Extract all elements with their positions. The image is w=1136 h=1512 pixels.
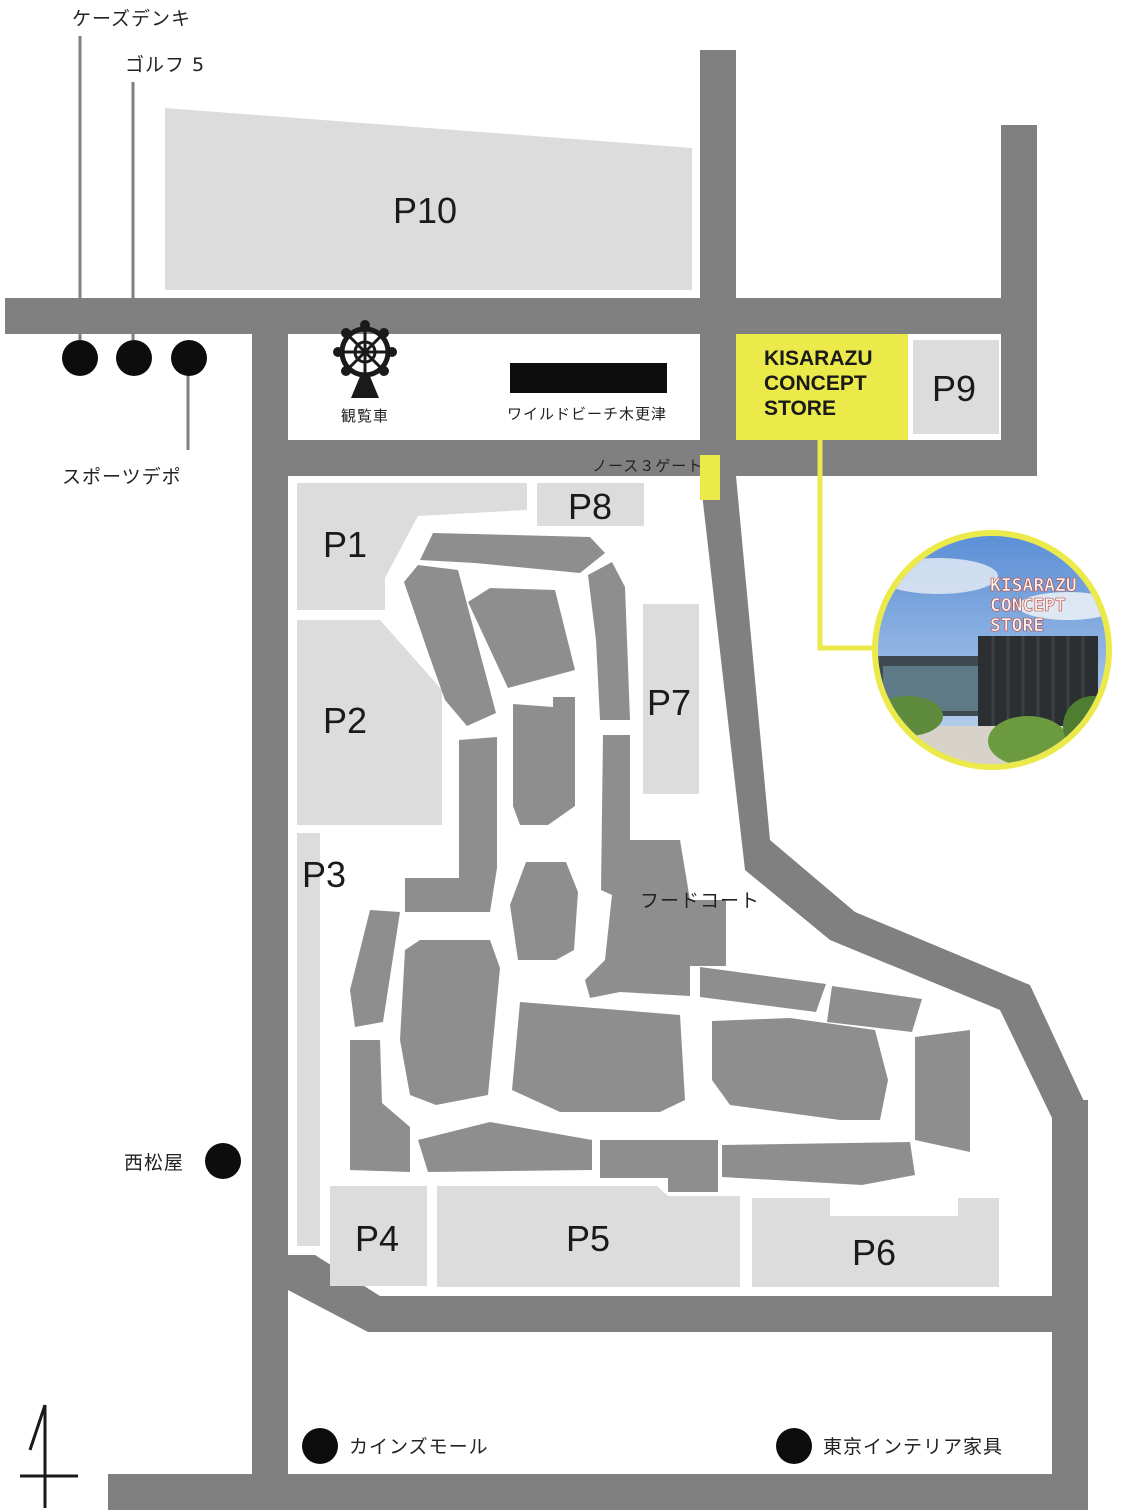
label-ferris-wheel: 観覧車 (341, 407, 390, 425)
label-p6: P6 (852, 1232, 897, 1273)
south-road (108, 1474, 1088, 1510)
label-sportsdepo: スポーツデポ (62, 466, 182, 488)
p10-lot (165, 108, 692, 290)
label-kszdenki: ケーズデンキ (72, 8, 192, 30)
store-leader-line (817, 440, 877, 651)
label-nishimatsuya: 西松屋 (124, 1152, 185, 1174)
p3-lot (297, 833, 320, 1246)
south-inner-road (288, 1255, 1052, 1332)
label-north-gate: ノース３ゲート (592, 457, 704, 475)
label-p2: P2 (323, 700, 368, 741)
roads (5, 50, 1088, 1510)
east-diagonal-road (700, 476, 1088, 1118)
label-p10: P10 (393, 190, 458, 231)
road-vertical-center (700, 50, 736, 500)
ferris-wheel-icon (333, 320, 397, 398)
label-p3: P3 (302, 854, 347, 895)
poi-dot-golf5 (116, 340, 152, 376)
west-road (252, 298, 288, 1508)
p8-lot (537, 483, 644, 526)
north-arrow-icon (20, 1404, 78, 1508)
store-line-1: KISARAZU (764, 347, 873, 370)
label-food-court: フードコート (640, 890, 761, 912)
label-p8: P8 (568, 486, 613, 527)
label-p9: P9 (932, 368, 977, 409)
label-p7: P7 (647, 682, 692, 723)
north-road (252, 440, 1037, 476)
north3-gate-marker (700, 455, 720, 500)
label-golf5: ゴルフ 5 (125, 54, 206, 76)
poi-dot-cainz (302, 1428, 338, 1464)
p7-lot (643, 604, 699, 794)
p6-lot (752, 1198, 999, 1287)
label-p1: P1 (323, 524, 368, 565)
road-vertical-right (1001, 125, 1037, 475)
poi-dot-kszdenki (62, 340, 98, 376)
p4-lot (330, 1186, 427, 1286)
poi-dot-tokyo-interior (776, 1428, 812, 1464)
leader-lines (78, 36, 190, 450)
label-tokyo-interior: 東京インテリア家具 (823, 1436, 1004, 1458)
wild-beach-bar (510, 363, 667, 393)
photo-sign-1: KISARAZU (990, 575, 1077, 596)
concept-store-label: KISARAZU CONCEPT STORE (764, 346, 873, 421)
label-p5: P5 (566, 1218, 611, 1259)
photo-sign-3: STORE (990, 615, 1044, 636)
p5-lot (437, 1186, 740, 1287)
p1-lot (297, 483, 527, 610)
buildings (350, 533, 970, 1192)
label-cainz: カインズモール (349, 1436, 489, 1458)
east-road-lower (1052, 1100, 1088, 1510)
label-wild-beach: ワイルドビーチ木更津 (507, 405, 668, 423)
store-photo: KISARAZU CONCEPT STORE (872, 530, 1112, 770)
label-p4: P4 (355, 1218, 400, 1259)
store-line-3: STORE (764, 397, 836, 420)
store-line-2: CONCEPT (764, 372, 867, 395)
p9-lot (913, 340, 999, 434)
poi-dot-nishimatsuya (205, 1143, 241, 1179)
poi-dot-sportsdepo (171, 340, 207, 376)
p2-lot (297, 620, 442, 825)
photo-sign-2: CONCEPT (990, 595, 1066, 616)
concept-store-box[interactable] (736, 334, 908, 440)
top-road (5, 298, 1037, 334)
